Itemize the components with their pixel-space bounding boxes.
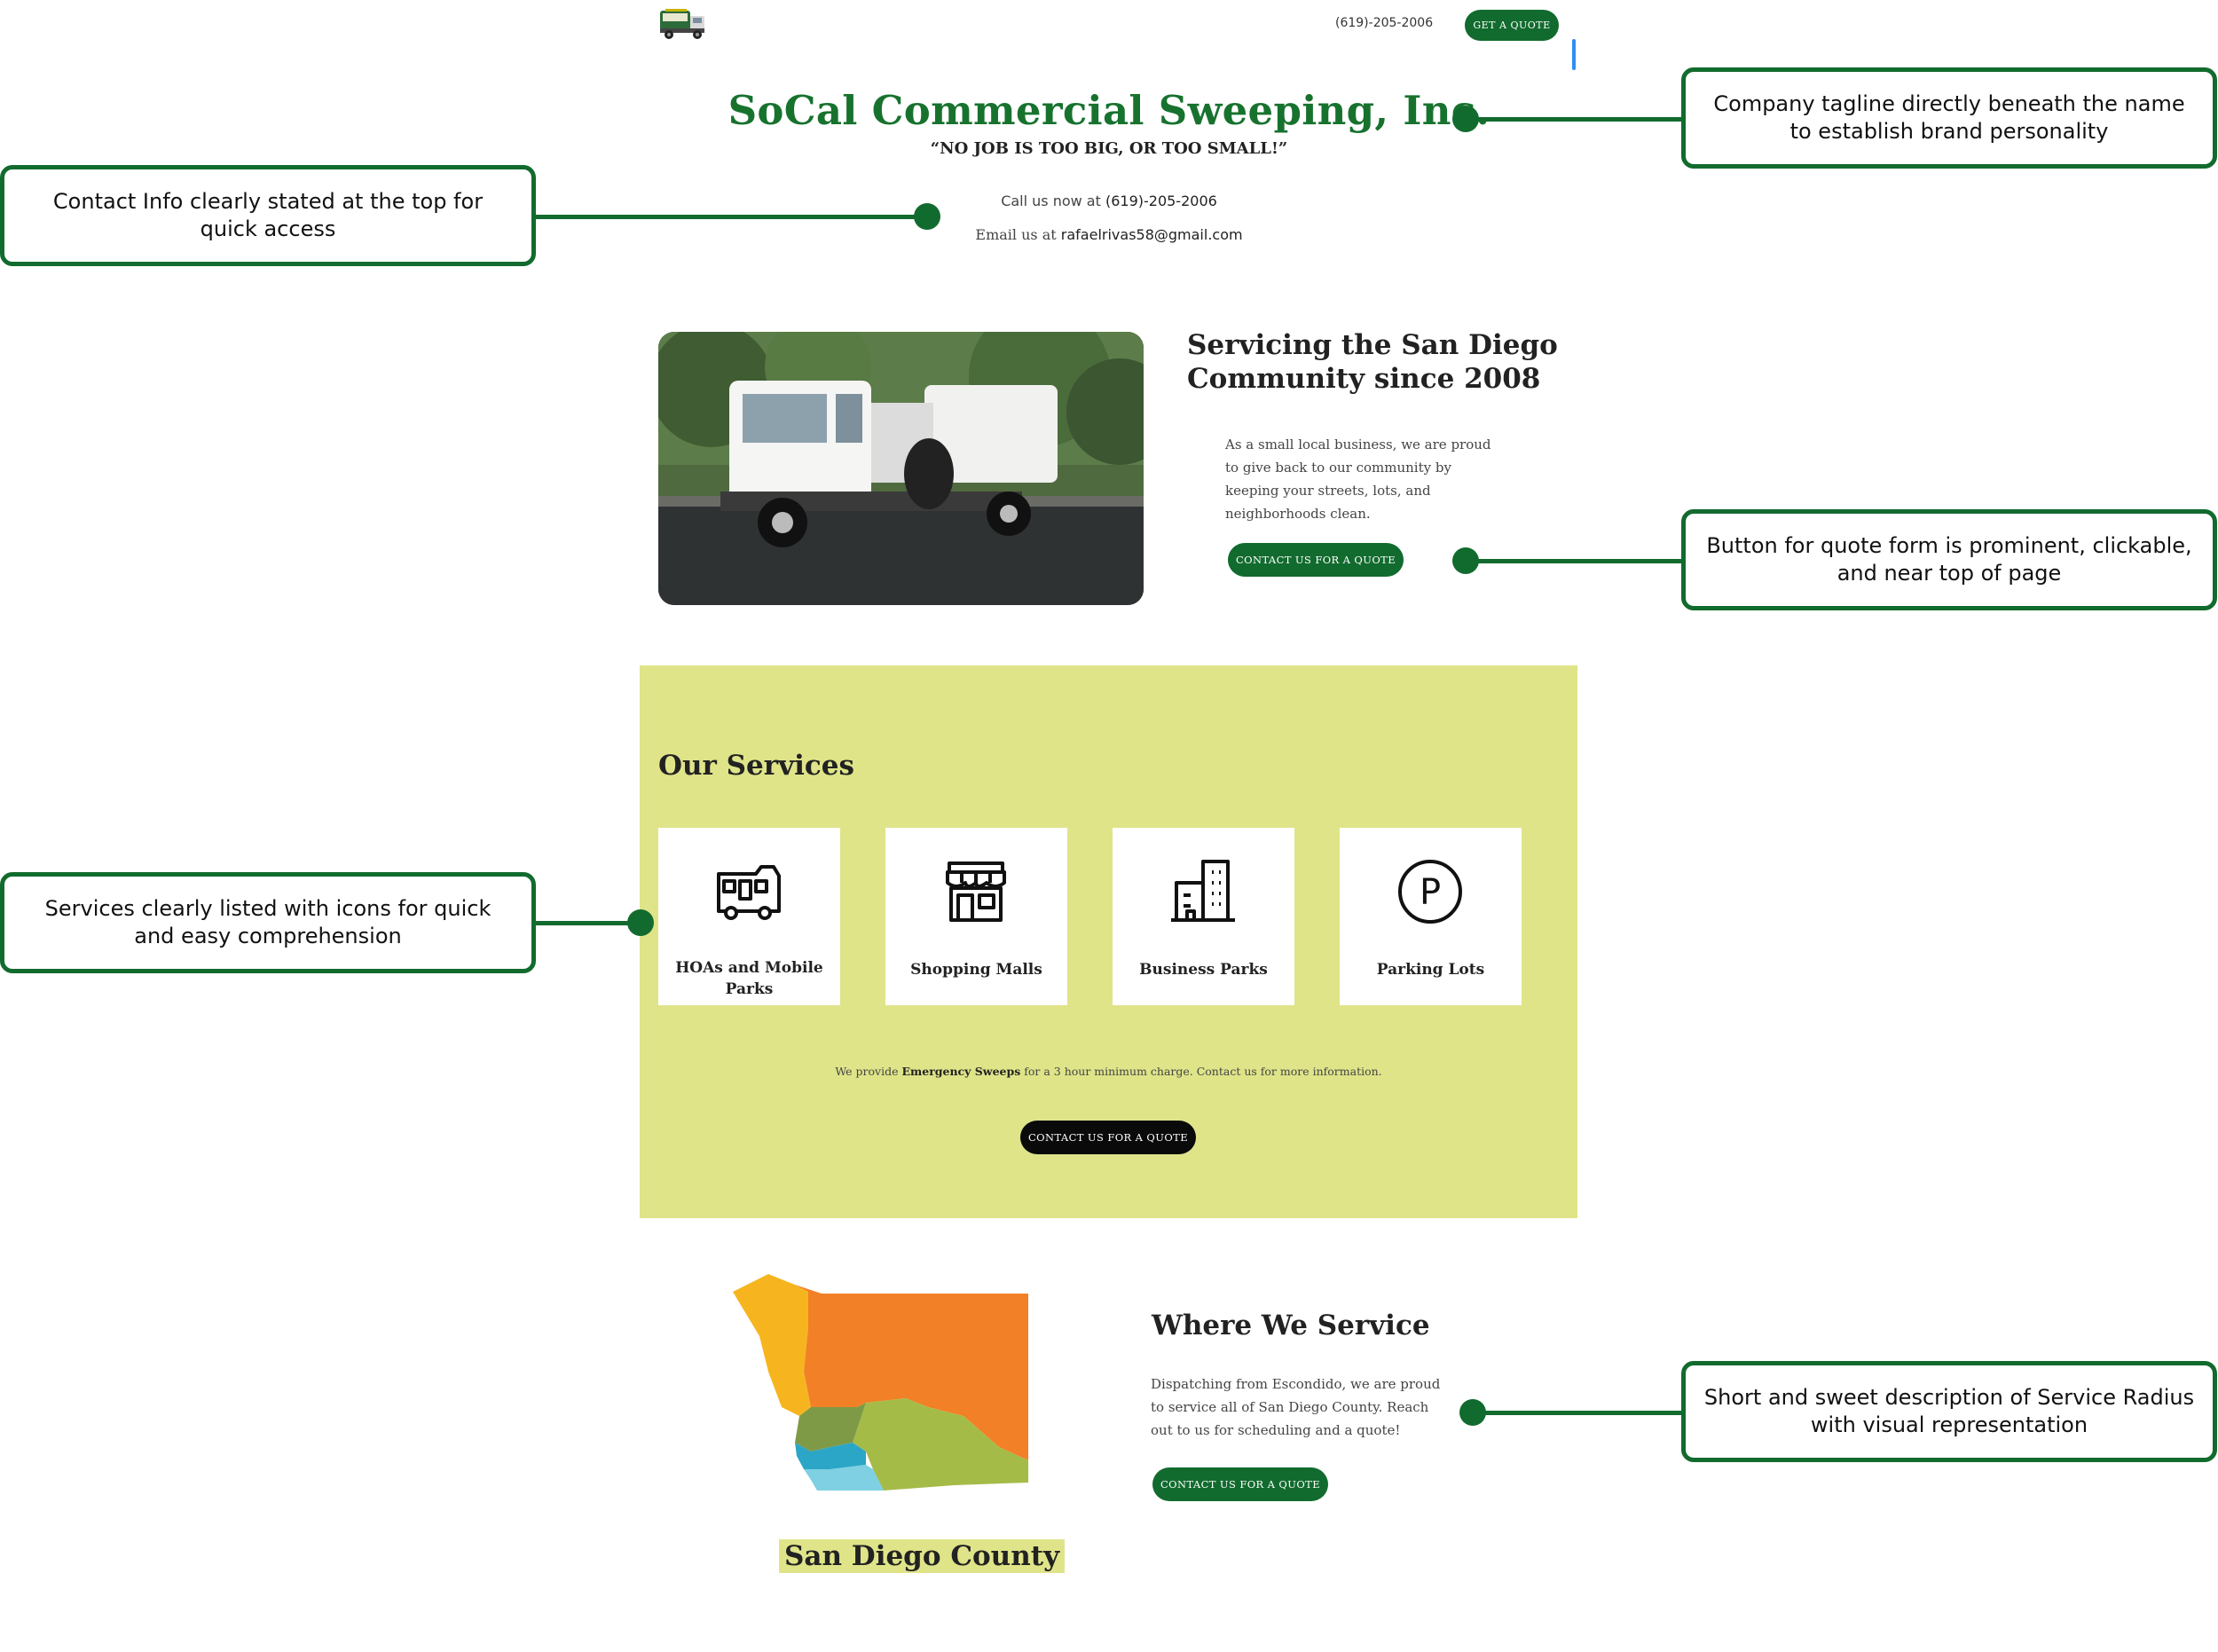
annotation-box-tagline: Company tagline directly beneath the nam… [1681,67,2217,169]
rv-icon [713,856,784,927]
emergency-prefix: We provide [835,1065,902,1078]
service-label-malls: Shopping Malls [910,961,1042,979]
header-phone[interactable]: (619)-205-2006 [1335,16,1434,30]
community-description: As a small local business, we are proud … [1225,437,1491,522]
annotation-box-contact: Contact Info clearly stated at the top f… [0,165,536,266]
company-name: SoCal Commercial Sweeping, Inc. [728,87,1490,134]
email-us-line: Email us at rafaelrivas58@gmail.com [798,226,1420,243]
sweeper-truck-photo [658,332,1144,605]
service-label-hoa-line1: HOAs and Mobile [675,959,823,977]
where-we-service-heading: Where We Service [1152,1310,1430,1341]
storefront-icon [940,856,1011,927]
san-diego-county-map [733,1274,1034,1514]
service-label-hoa: HOAs and Mobile Parks [658,957,840,1000]
svg-text:P: P [1420,872,1441,913]
service-card-hoa[interactable]: HOAs and Mobile Parks [658,828,840,1005]
annotation-box-service-radius: Short and sweet description of Service R… [1681,1361,2217,1462]
contact-quote-button-hero[interactable]: CONTACT US FOR A QUOTE [1228,543,1404,577]
service-card-malls[interactable]: Shopping Malls [885,828,1067,1005]
service-label-business-parks: Business Parks [1139,961,1268,979]
service-card-business-parks[interactable]: Business Parks [1113,828,1294,1005]
call-us-line: Call us now at (619)-205-2006 [798,193,1420,209]
community-heading-line1: Servicing the San Diego [1187,329,1558,361]
annotation-box-quote-button: Button for quote form is prominent, clic… [1681,509,2217,610]
logo-truck-icon[interactable] [658,7,708,41]
company-tagline: “NO JOB IS TOO BIG, OR TOO SMALL!” [930,139,1288,158]
community-heading-line2: Community since 2008 [1187,363,1541,395]
services-heading: Our Services [658,750,854,782]
where-we-service-description: Dispatching from Escondido, we are proud… [1151,1376,1441,1438]
office-building-icon [1168,856,1239,927]
map-caption: San Diego County [779,1539,1066,1573]
emergency-sweeps-note: We provide Emergency Sweeps for a 3 hour… [640,1065,1577,1078]
call-number-link[interactable]: (619)-205-2006 [1105,193,1217,209]
community-heading: Servicing the San Diego Community since … [1187,328,1560,396]
annotation-box-services: Services clearly listed with icons for q… [0,872,536,973]
text-cursor [1572,39,1576,70]
annotation-line-service-radius [1473,1411,1682,1415]
annotation-dot-services [627,909,654,936]
get-a-quote-button[interactable]: GET A QUOTE [1465,10,1559,41]
annotation-line-quote-button [1466,559,1682,563]
service-label-hoa-line2: Parks [725,980,774,998]
service-label-parking-lots: Parking Lots [1376,961,1485,979]
annotation-line-contact [535,215,925,219]
emergency-bold: Emergency Sweeps [901,1065,1021,1078]
annotation-line-services [535,921,641,925]
call-prefix: Call us now at [1001,193,1105,209]
email-prefix: Email us at [975,226,1061,243]
annotation-dot-contact [914,203,940,230]
service-card-parking-lots[interactable]: P Parking Lots [1340,828,1522,1005]
annotation-line-tagline [1466,117,1682,122]
contact-quote-button-services[interactable]: CONTACT US FOR A QUOTE [1020,1121,1196,1154]
contact-quote-button-where[interactable]: CONTACT US FOR A QUOTE [1152,1467,1328,1501]
parking-icon: P [1395,856,1466,927]
email-link[interactable]: rafaelrivas58@gmail.com [1060,226,1243,243]
emergency-suffix: for a 3 hour minimum charge. Contact us … [1020,1065,1382,1078]
